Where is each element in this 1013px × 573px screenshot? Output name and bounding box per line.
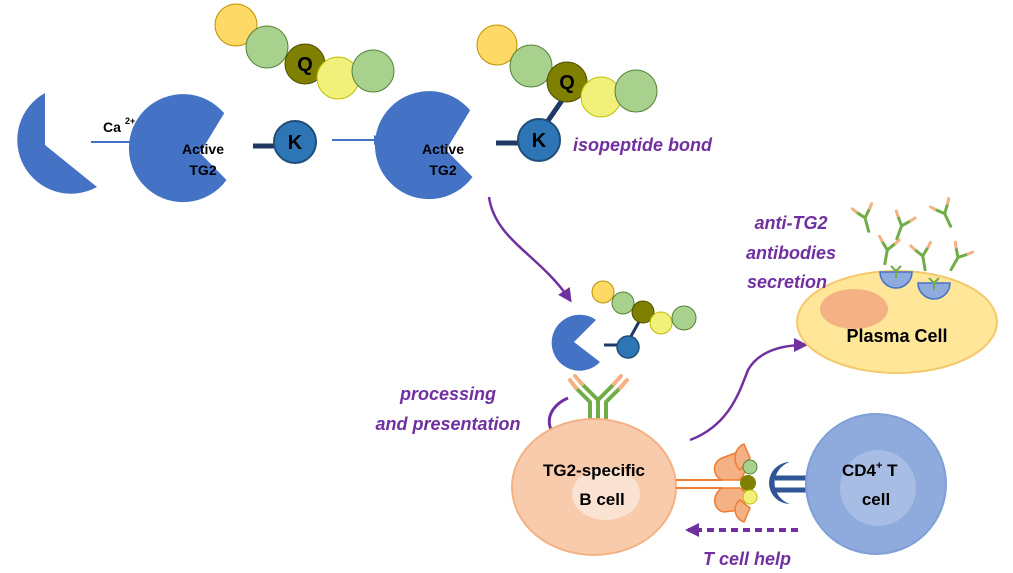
glutamine-q-2-label: Q bbox=[559, 72, 575, 94]
active-tg2-2-label-line2: TG2 bbox=[429, 162, 456, 178]
anti-tg2-label-line3: secretion bbox=[747, 272, 827, 292]
ca-label: Ca bbox=[103, 119, 121, 135]
complex-link-2 bbox=[628, 319, 642, 339]
arrow-to-plasma-cell bbox=[689, 338, 808, 442]
peptide-residue-green bbox=[245, 25, 289, 69]
cd4-label-line2: cell bbox=[862, 490, 890, 509]
anti-tg2-label-line2: antibodies bbox=[746, 243, 836, 263]
peptide-residue-green-2 bbox=[351, 49, 395, 93]
t-cell-help-label: T cell help bbox=[703, 549, 791, 569]
processing-label-line1: processing bbox=[399, 384, 496, 404]
mhc-tcr-synapse bbox=[676, 443, 815, 523]
active-tg2-2 bbox=[374, 91, 473, 200]
lysine-k-2 bbox=[517, 118, 561, 162]
b-cell-label-line2: B cell bbox=[579, 490, 624, 509]
active-tg2-2-label-line1: Active bbox=[422, 141, 464, 157]
glutamine-q-2 bbox=[546, 61, 588, 103]
cd4-text: CD4 bbox=[842, 461, 877, 480]
complex-residue-gold bbox=[591, 280, 615, 304]
secretory-vesicles bbox=[879, 265, 951, 300]
b-cell-label-line1: TG2-specific bbox=[543, 461, 645, 480]
plasma-cell-label: Plasma Cell bbox=[846, 326, 947, 346]
peptide-residue-gold bbox=[214, 3, 258, 47]
complex-residue-green bbox=[611, 291, 635, 315]
lysine-k-2-label: K bbox=[532, 130, 547, 152]
arrow-to-complex bbox=[487, 196, 572, 303]
cd4-t-cell-nucleus bbox=[840, 450, 916, 526]
active-tg2-1-label-line2: TG2 bbox=[189, 162, 216, 178]
peptide2-residue-green bbox=[509, 44, 553, 88]
anti-tg2-label-line1: anti-TG2 bbox=[754, 213, 827, 233]
processing-label-line2: and presentation bbox=[375, 414, 520, 434]
plasma-cell-nucleus bbox=[820, 289, 888, 329]
lysine-k-1 bbox=[273, 120, 317, 164]
complex-tg2 bbox=[551, 314, 600, 371]
active-tg2-1 bbox=[128, 94, 227, 203]
lysine-k-1-label: K bbox=[288, 132, 303, 154]
complex-q bbox=[631, 300, 655, 324]
complex-residue-green-2 bbox=[671, 305, 697, 331]
isopeptide-bond-label: isopeptide bond bbox=[573, 135, 713, 155]
peptide2-residue-green-2 bbox=[614, 69, 658, 113]
b-cell-nucleus bbox=[572, 468, 640, 520]
cd4-t-text: T bbox=[882, 461, 898, 480]
ca-superscript: 2+ bbox=[125, 116, 135, 126]
cd4-label-line1: CD4+ T bbox=[842, 460, 898, 480]
active-tg2-1-label-line1: Active bbox=[182, 141, 224, 157]
glutamine-q-1-label: Q bbox=[297, 54, 313, 76]
complex-k bbox=[616, 335, 640, 359]
peptide2-residue-yellow bbox=[580, 76, 622, 118]
cd4-superscript: + bbox=[876, 460, 882, 472]
complex-residue-yellow bbox=[649, 311, 673, 335]
inactive-tg2 bbox=[17, 93, 97, 194]
antibody-icons bbox=[850, 197, 975, 277]
b-cell-receptor-icon bbox=[568, 374, 629, 432]
peptide2-residue-gold bbox=[476, 24, 518, 66]
